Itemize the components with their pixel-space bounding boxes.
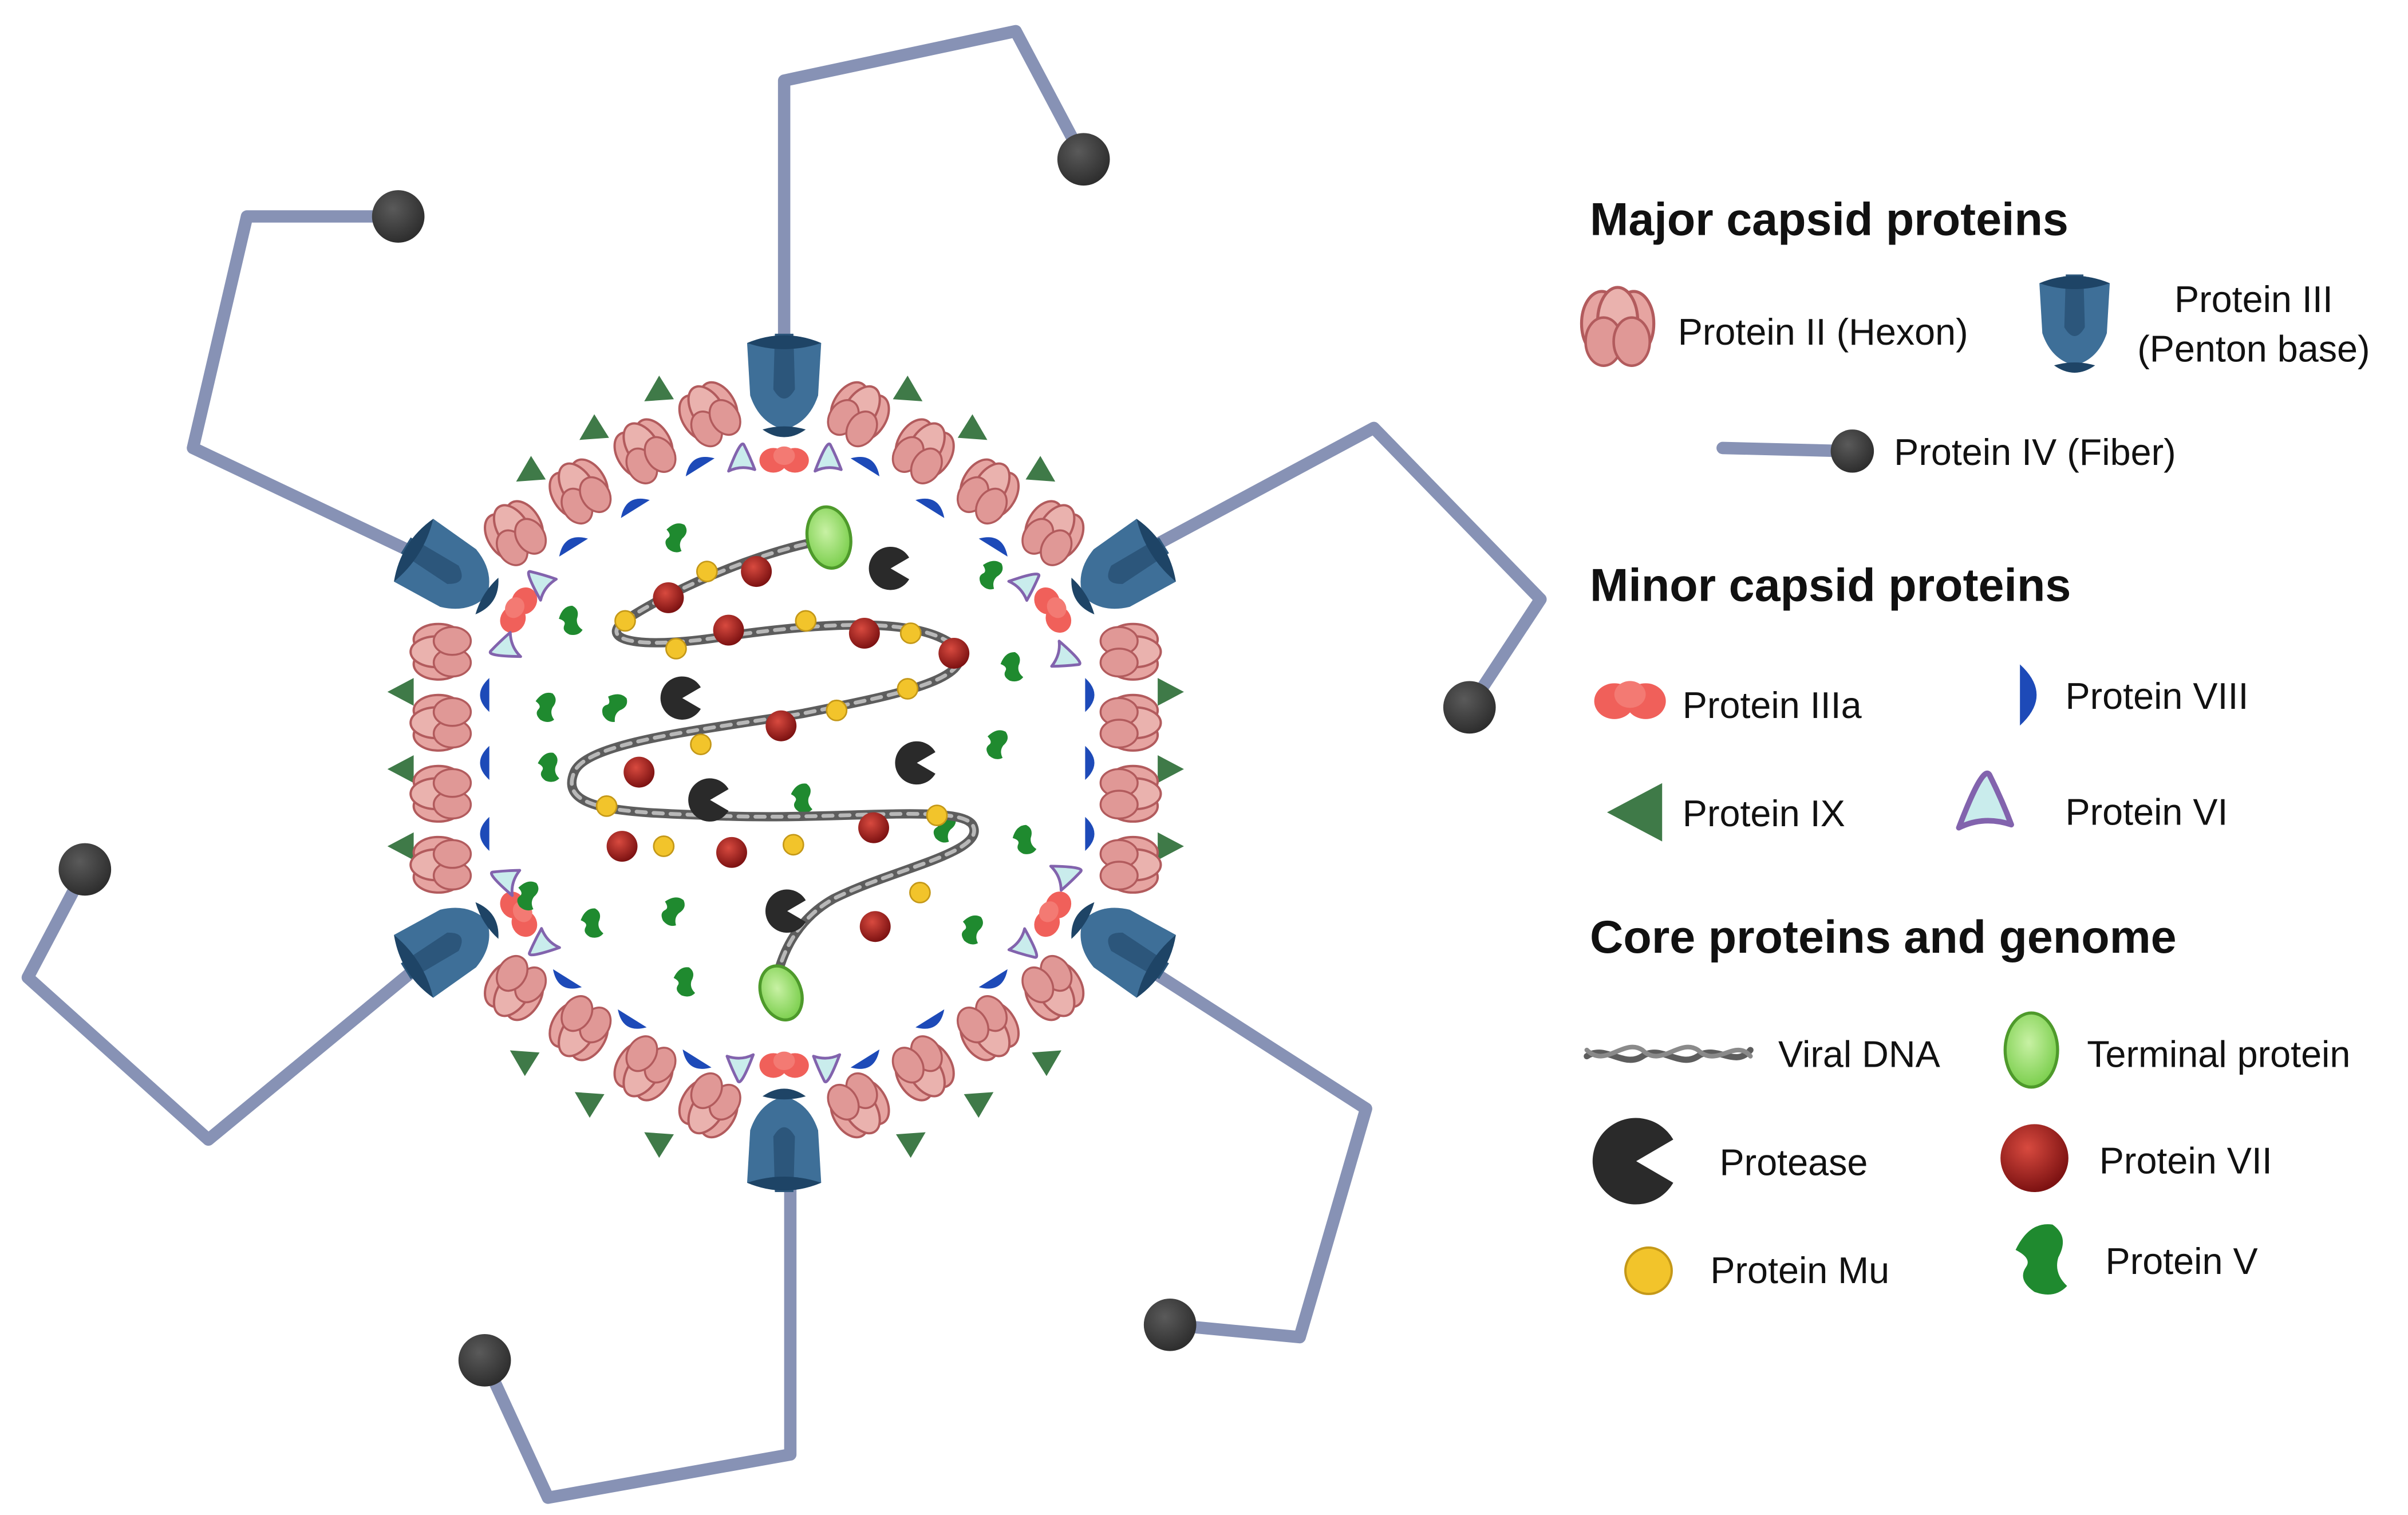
legend-label-vi: Protein VI xyxy=(2065,791,2228,833)
legend-label-vii: Protein VII xyxy=(2099,1140,2272,1182)
legend-label-iiia: Protein IIIa xyxy=(1683,684,1862,726)
fiber-knob xyxy=(1057,133,1110,186)
fiber xyxy=(21,863,443,1146)
legend-label-protease: Protease xyxy=(1720,1141,1868,1183)
fiber xyxy=(187,210,443,570)
protein-mu-icon xyxy=(1624,1246,1673,1295)
fiber-knob xyxy=(58,843,112,896)
legend-label-viii: Protein VIII xyxy=(2065,675,2248,717)
fiber-knob xyxy=(1443,681,1496,734)
legend-label-penton-line1: Protein III xyxy=(2174,278,2333,320)
protein-vi-icon xyxy=(1959,774,2011,828)
fiber xyxy=(1114,421,1547,714)
fiber-group xyxy=(21,25,1547,1504)
protein-iiia-icon xyxy=(1594,681,1666,719)
fiber-knob xyxy=(458,1334,511,1387)
protein-vii-icon xyxy=(2000,1124,2068,1192)
legend-heading-minor: Minor capsid proteins xyxy=(1590,559,2071,611)
penton-base-icon xyxy=(2039,274,2110,373)
protein-viii-icon xyxy=(2020,664,2037,726)
viral-dna-icon xyxy=(1584,1044,1754,1063)
legend-label-v: Protein V xyxy=(2106,1240,2258,1282)
legend-heading-core: Core proteins and genome xyxy=(1590,912,2177,963)
legend-label-ix: Protein IX xyxy=(1683,792,1845,834)
legend-heading-major: Major capsid proteins xyxy=(1590,194,2068,245)
virion xyxy=(21,25,1547,1504)
capsid-interior xyxy=(478,383,1081,1131)
fiber xyxy=(777,25,1090,344)
legend-label-fiber: Protein IV (Fiber) xyxy=(1894,431,2176,473)
fiber-knob xyxy=(372,190,425,243)
terminal-protein-icon xyxy=(2003,1011,2059,1089)
protein-v-icon xyxy=(2012,1221,2072,1300)
legend-label-dna: Viral DNA xyxy=(1778,1033,1941,1075)
legend-label-terminal: Terminal protein xyxy=(2087,1033,2350,1075)
fiber-knobs xyxy=(58,133,1496,1387)
legend-label-mu: Protein Mu xyxy=(1710,1249,1889,1291)
terminal-protein xyxy=(805,505,852,570)
fiber-knob xyxy=(1143,1299,1197,1351)
legend: Major capsid proteins Protein II (Hexon)… xyxy=(1581,194,2370,1300)
legend-label-hexon: Protein II (Hexon) xyxy=(1678,311,1968,353)
terminal-protein xyxy=(758,964,804,1022)
protease-icon xyxy=(1592,1118,1673,1205)
fiber xyxy=(478,1167,797,1504)
hexon-icon xyxy=(1581,287,1653,366)
protein-ix-icon xyxy=(1606,783,1663,842)
viral-dna xyxy=(567,536,979,993)
legend-label-penton-line2: (Penton base) xyxy=(2137,328,2370,369)
fiber-icon xyxy=(1716,429,1874,473)
fiber xyxy=(1114,945,1372,1344)
